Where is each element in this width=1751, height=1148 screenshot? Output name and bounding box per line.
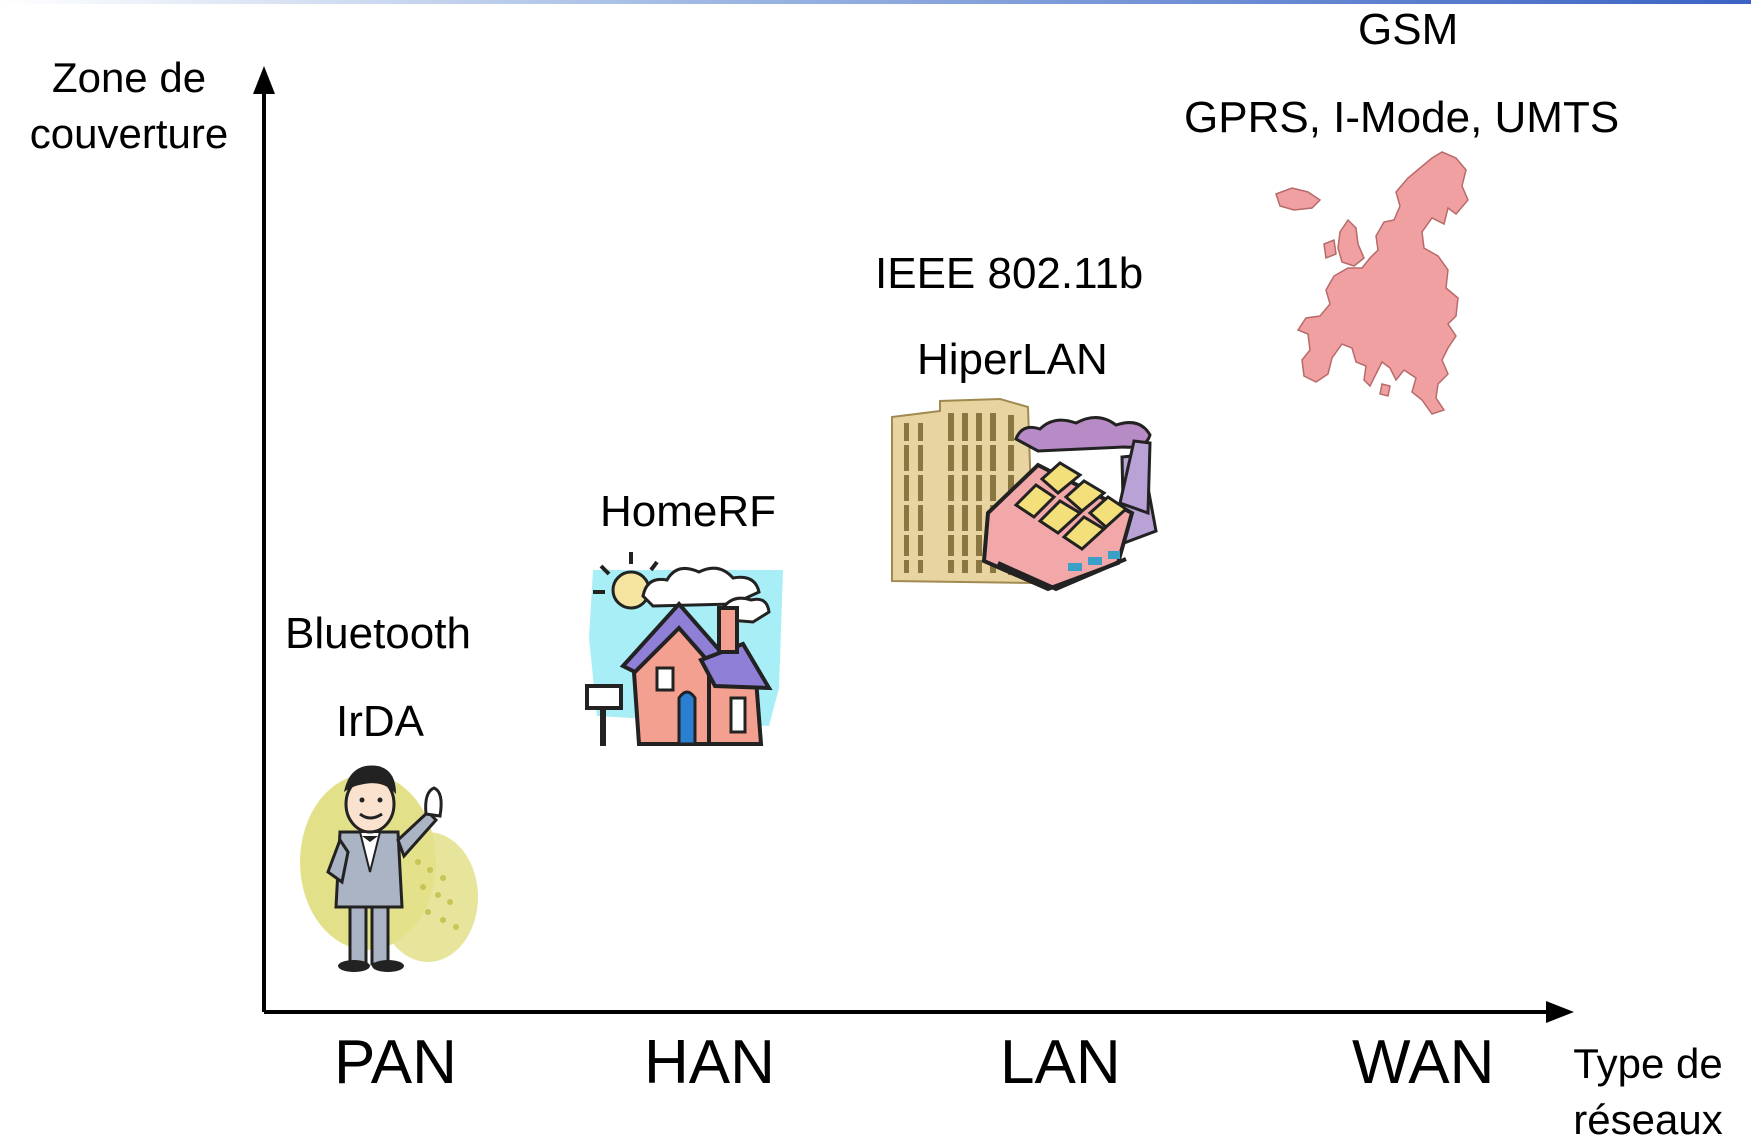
category-label-wan: WAN xyxy=(1352,1028,1495,1097)
x-axis-title: Type de réseaux xyxy=(1545,1036,1751,1148)
europe-map-icon xyxy=(1275,151,1469,415)
y-axis-title: Zone de couverture xyxy=(0,50,258,162)
x-axis-title-line1: Type de xyxy=(1573,1040,1723,1087)
tech-irda: IrDA xyxy=(336,697,424,746)
tech-bluetooth: Bluetooth xyxy=(285,609,471,658)
category-label-pan: PAN xyxy=(334,1028,457,1097)
category-label-lan: LAN xyxy=(1000,1028,1121,1097)
tech-homerf: HomeRF xyxy=(600,487,777,536)
x-axis-arrow xyxy=(1546,1001,1574,1023)
buildings-icon xyxy=(891,397,1158,592)
y-axis-arrow xyxy=(253,66,275,94)
waving-man-icon xyxy=(300,765,478,972)
x-axis-title-line2: réseaux xyxy=(1573,1096,1723,1143)
tech-gprs-imode-umts: GPRS, I-Mode, UMTS xyxy=(1184,93,1620,142)
house-icon xyxy=(585,552,783,746)
tech-gsm: GSM xyxy=(1358,5,1459,54)
y-axis-title-line1: Zone de xyxy=(51,54,207,101)
y-axis-title-line2: couverture xyxy=(29,110,229,157)
tech-hiperlan: HiperLAN xyxy=(917,335,1108,384)
category-label-han: HAN xyxy=(644,1028,775,1097)
top-accent-bar xyxy=(0,0,1751,4)
tech-ieee-80211b: IEEE 802.11b xyxy=(875,249,1144,298)
